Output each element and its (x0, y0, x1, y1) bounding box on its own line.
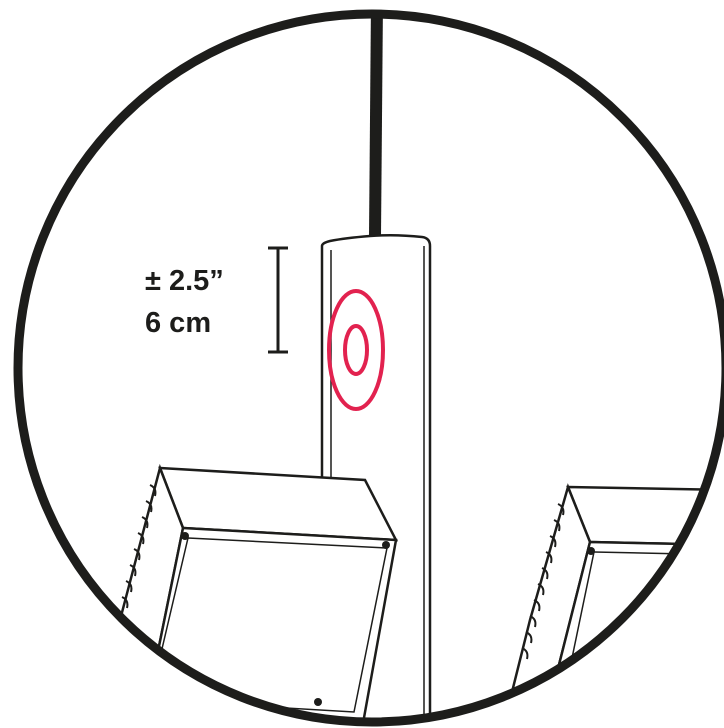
lens-outline (13, 9, 724, 727)
dimension-marker (268, 246, 288, 354)
target-icon (327, 289, 385, 411)
measurement-inches-label: ± 2.5” (145, 265, 224, 297)
cable (369, 14, 383, 237)
measurement-cm-label: 6 cm (145, 307, 212, 339)
